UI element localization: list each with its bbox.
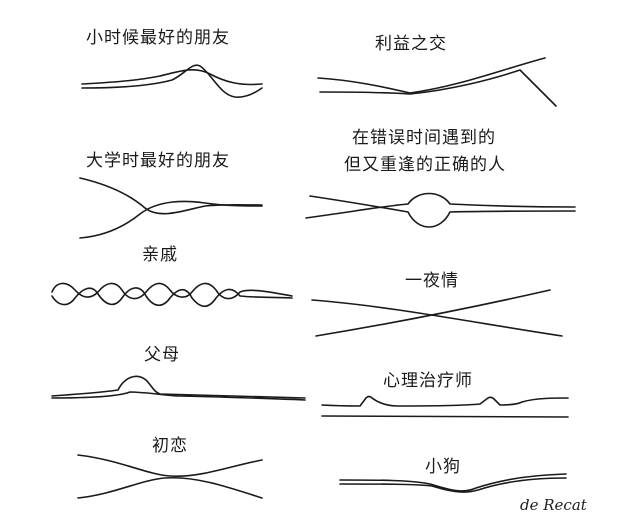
onenight-line-b: [315, 289, 551, 337]
therapist-line-a: [321, 395, 569, 407]
parents-line-a: [51, 375, 306, 399]
label-wrongtime-line1: 在错误时间遇到的: [352, 128, 496, 148]
wrongtime-lines: [305, 192, 576, 228]
label-onenight: 一夜情: [405, 271, 459, 291]
puppy-line-b: [339, 477, 567, 493]
label-wrongtime-line2: 但又重逢的正确的人: [344, 155, 506, 175]
college-line-a: [79, 177, 263, 215]
onenight-lines: [311, 289, 563, 337]
firstlove-lines: [77, 454, 263, 499]
puppy-lines: [339, 473, 567, 493]
firstlove-line-a: [77, 454, 263, 477]
label-childhood-friend: 小时候最好的朋友: [86, 28, 230, 48]
artist-signature: de Recat: [520, 496, 587, 514]
label-firstlove: 初恋: [152, 436, 188, 456]
firstlove-line-b: [77, 476, 263, 499]
label-puppy: 小狗: [425, 457, 461, 477]
label-mutual-interest: 利益之交: [375, 34, 447, 54]
childhood-line-b: [81, 64, 263, 98]
childhood-line-a: [81, 69, 263, 86]
therapist-line-b: [321, 415, 569, 418]
college-friend-lines: [79, 177, 263, 239]
relatives-line-b: [51, 287, 293, 308]
mutual-interest-lines: [317, 57, 557, 107]
childhood-friend-lines: [81, 64, 263, 98]
label-relatives: 亲戚: [142, 245, 178, 265]
label-parents: 父母: [144, 345, 180, 365]
relatives-lines: [51, 282, 293, 308]
label-therapist: 心理治疗师: [383, 371, 473, 391]
parents-line-b: [51, 391, 306, 401]
puppy-line-a: [339, 473, 567, 492]
mutual-line-b: [319, 69, 557, 107]
relatives-line-a: [51, 282, 293, 300]
wrongtime-line-b: [309, 195, 576, 228]
therapist-lines: [321, 395, 569, 418]
wrongtime-line-a: [305, 192, 576, 219]
mutual-line-a: [317, 57, 546, 94]
parents-lines: [51, 375, 306, 401]
label-college-friend: 大学时最好的朋友: [86, 151, 230, 171]
college-line-b: [79, 200, 263, 239]
